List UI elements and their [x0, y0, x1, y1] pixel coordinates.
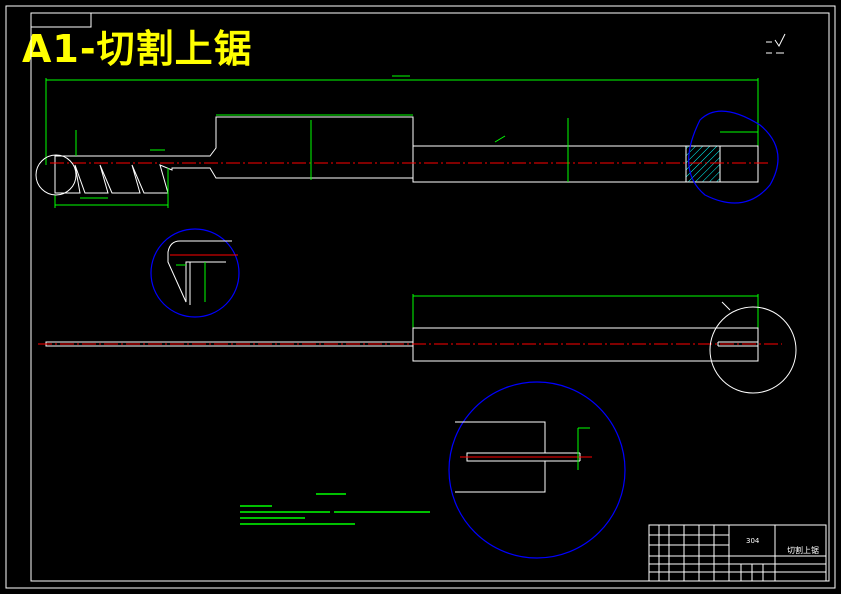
- side-view-dimension: [412, 294, 759, 328]
- outer-border: [5, 5, 836, 589]
- title-block-material: 304: [746, 537, 760, 545]
- detail-circle-end: [688, 110, 779, 204]
- detail-circle-tooth-enlarged: [150, 228, 240, 318]
- side-view-outline: [45, 301, 759, 362]
- inner-border: [30, 12, 830, 582]
- overall-length-dimension: [45, 75, 759, 180]
- detail-circle-teeth: [35, 154, 77, 196]
- corner-label-box: [30, 12, 92, 28]
- tooth-enlarged-dims: [176, 262, 206, 302]
- roughness-symbol: [766, 33, 786, 54]
- blade-outline: [54, 116, 759, 194]
- detail-circle-slot-enlarged: [448, 381, 626, 559]
- drawing-title: A1-切割上锯: [22, 27, 253, 71]
- detail-circle-side-end: [709, 306, 797, 394]
- tooth-dimensions: [54, 114, 758, 208]
- tooth-enlarged-outline: [167, 240, 232, 305]
- title-block: [648, 524, 827, 582]
- technical-requirements-notes: [240, 493, 430, 525]
- title-block-part-name: 切割上锯: [787, 545, 819, 555]
- slot-enlarged-dims: [577, 427, 590, 470]
